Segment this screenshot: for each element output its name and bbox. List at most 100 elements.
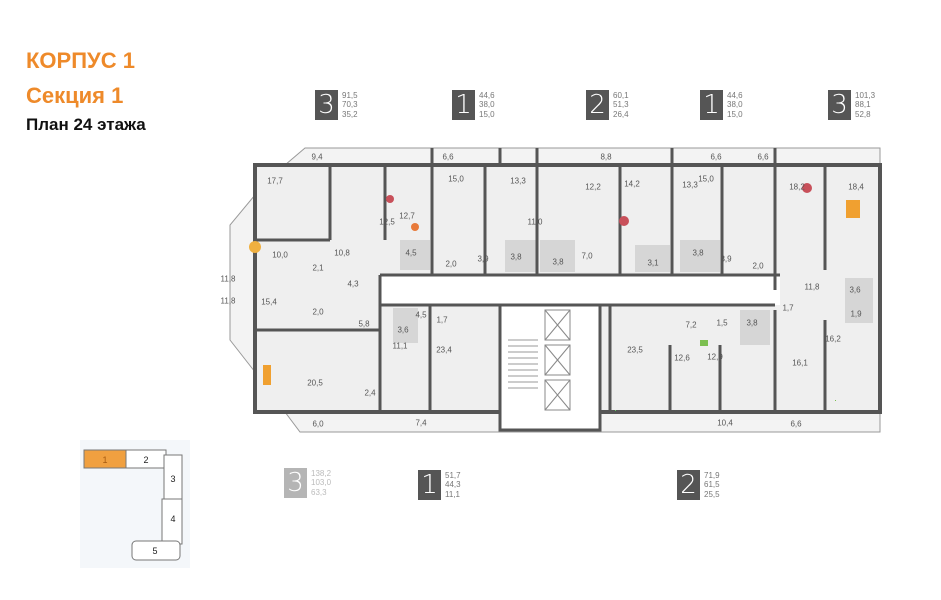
room-area-label: 15,4 bbox=[261, 297, 277, 307]
room-area-label: 23,4 bbox=[436, 345, 452, 355]
room-area-label: 6,6 bbox=[757, 152, 769, 162]
total-area: 44,6 bbox=[479, 90, 495, 100]
room-area-label: 3,9 bbox=[477, 254, 489, 264]
room-area-label: 3,6 bbox=[849, 285, 861, 295]
kitchen-area: 25,5 bbox=[704, 489, 720, 499]
room-area-label: 9,4 bbox=[311, 152, 323, 162]
room-count: 2 bbox=[586, 90, 609, 120]
staircase bbox=[508, 339, 538, 389]
room-area-label: 4,5 bbox=[405, 248, 417, 258]
building-title: КОРПУС 1 bbox=[26, 48, 135, 73]
room-area-label: 3,8 bbox=[510, 252, 522, 262]
room-area-label: 14,2 bbox=[624, 179, 640, 189]
room-area-label: 11,8 bbox=[220, 274, 236, 284]
total-area: 51,7 bbox=[445, 470, 461, 480]
kitchen-area: 26,4 bbox=[613, 109, 629, 119]
room-area-label: 20,5 bbox=[307, 378, 323, 388]
room-area-label: 18,2 bbox=[789, 182, 805, 192]
room-area-label: 7,2 bbox=[685, 320, 697, 330]
kitchen-area: 52,8 bbox=[855, 109, 871, 119]
room-area-label: 18,4 bbox=[848, 182, 864, 192]
total-area: 71,9 bbox=[704, 470, 720, 480]
room-area-label: 5,8 bbox=[358, 319, 370, 329]
minimap-label-3: 3 bbox=[170, 474, 175, 484]
living-area: 88,1 bbox=[855, 100, 871, 110]
total-area: 91,5 bbox=[342, 90, 358, 100]
living-area: 44,3 bbox=[445, 480, 461, 490]
kitchen-area: 11,1 bbox=[445, 489, 460, 499]
room-area-label: 2,0 bbox=[752, 261, 764, 271]
minimap-label-1: 1 bbox=[102, 455, 107, 465]
kitchen-area: 15,0 bbox=[479, 109, 495, 119]
room-area-label: 11,8 bbox=[220, 296, 236, 306]
total-area: 60,1 bbox=[613, 90, 629, 100]
room-area-label: 3,8 bbox=[552, 257, 564, 267]
room-area-label: 7,0 bbox=[581, 251, 593, 261]
room-area-label: 12,7 bbox=[399, 211, 415, 221]
room-area-label: 12,6 bbox=[674, 353, 690, 363]
minimap-label-2: 2 bbox=[143, 455, 148, 465]
furniture-accents bbox=[249, 183, 860, 411]
room-area-label: 6,0 bbox=[312, 419, 324, 429]
room-area-label: 3,1 bbox=[647, 258, 659, 268]
floor-plan-title: План 24 этажа bbox=[26, 115, 146, 134]
room-area-label: 1,9 bbox=[850, 309, 862, 319]
room-area-label: 2,4 bbox=[364, 388, 376, 398]
total-area: 44,6 bbox=[727, 90, 743, 100]
room-area-label: 6,6 bbox=[790, 419, 802, 429]
room-area-label: 8,8 bbox=[600, 152, 612, 162]
room-area-label: 10,0 bbox=[272, 250, 288, 260]
room-area-label: 23,5 bbox=[627, 345, 643, 355]
section-title: Секция 1 bbox=[26, 83, 124, 108]
minimap-section-5[interactable] bbox=[131, 540, 181, 561]
room-count: 1 bbox=[452, 90, 475, 120]
bathrooms bbox=[393, 240, 873, 345]
room-area-label: 16,2 bbox=[825, 334, 841, 344]
room-area-label: 17,7 bbox=[267, 176, 283, 186]
living-area: 103,0 bbox=[311, 478, 332, 488]
room-area-label: 1,7 bbox=[436, 315, 448, 325]
room-count: 3 bbox=[315, 90, 338, 120]
room-area-label: 11,0 bbox=[527, 217, 543, 227]
room-area-label: 7,4 bbox=[415, 418, 427, 428]
living-area: 38,0 bbox=[727, 100, 743, 110]
room-area-label: 13,3 bbox=[682, 180, 698, 190]
room-area-label: 1,7 bbox=[782, 303, 794, 313]
room-area-label: 2,0 bbox=[445, 259, 457, 269]
room-area-label: 16,1 bbox=[792, 358, 808, 368]
room-area-label: 1,5 bbox=[716, 318, 728, 328]
room-area-label: 12,9 bbox=[707, 352, 723, 362]
lift-shafts bbox=[544, 309, 571, 411]
bay-window-balcony bbox=[229, 193, 256, 374]
living-area: 51,3 bbox=[613, 100, 629, 110]
living-area: 70,3 bbox=[342, 100, 358, 110]
room-area-label: 3,8 bbox=[746, 318, 758, 328]
room-area-label: 3,6 bbox=[397, 325, 409, 335]
room-area-label: 3,8 bbox=[692, 248, 704, 258]
room-area-label: 6,6 bbox=[710, 152, 722, 162]
interior-walls bbox=[255, 148, 827, 412]
room-area-label: 13,3 bbox=[510, 176, 526, 186]
room-area-label: 12,2 bbox=[585, 182, 601, 192]
room-area-label: 4,3 bbox=[347, 279, 359, 289]
room-count: 3 bbox=[828, 90, 851, 120]
room-area-label: 10,4 bbox=[717, 418, 733, 428]
room-area-label: 15,0 bbox=[698, 174, 714, 184]
living-area: 38,0 bbox=[479, 100, 495, 110]
kitchen-area: 35,2 bbox=[342, 109, 358, 119]
room-area-label: 15,0 bbox=[448, 174, 464, 184]
room-count: 2 bbox=[677, 470, 700, 500]
room-area-label: 2,1 bbox=[312, 263, 324, 273]
kitchen-area: 63,3 bbox=[311, 487, 327, 497]
corridor bbox=[380, 275, 780, 305]
minimap-label-5: 5 bbox=[152, 546, 157, 556]
